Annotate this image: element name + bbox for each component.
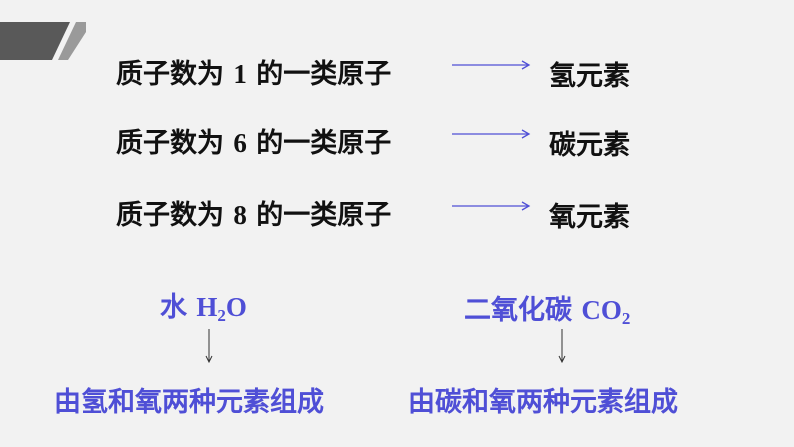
water-formula: 水 H2O xyxy=(160,285,247,326)
co2-composition: 由碳和氧两种元素组成 xyxy=(408,387,678,418)
proton-number: 1 xyxy=(233,59,247,89)
element-name: 碳元素 xyxy=(549,130,630,161)
down-arrow-icon xyxy=(558,329,566,363)
definition-row-hydrogen: 质子数为 1 的一类原子 氢元素 xyxy=(116,52,676,92)
co2-formula: 二氧化碳 CO2 xyxy=(464,288,630,329)
row-prefix: 质子数为 xyxy=(116,128,234,159)
row-suffix: 的一类原子 xyxy=(246,200,392,231)
right-arrow-icon xyxy=(452,201,531,211)
row-prefix: 质子数为 xyxy=(116,59,234,90)
chemical-formula: H2O xyxy=(196,292,247,325)
definition-row-carbon: 质子数为 6 的一类原子 碳元素 xyxy=(116,121,676,161)
element-name: 氢元素 xyxy=(549,61,630,92)
chemical-formula: CO2 xyxy=(581,295,631,328)
compound-name: 二氧化碳 xyxy=(464,295,572,326)
row-definition: 质子数为 1 的一类原子 xyxy=(116,52,391,91)
row-suffix: 的一类原子 xyxy=(246,128,392,159)
row-definition: 质子数为 8 的一类原子 xyxy=(116,193,391,232)
water-composition: 由氢和氧两种元素组成 xyxy=(54,387,324,418)
compound-name: 水 xyxy=(160,292,187,323)
right-arrow-icon xyxy=(452,129,531,139)
proton-number: 6 xyxy=(233,128,247,158)
down-arrow-icon xyxy=(205,329,213,363)
definition-row-oxygen: 质子数为 8 的一类原子 氧元素 xyxy=(116,193,676,233)
proton-number: 8 xyxy=(233,200,247,230)
right-arrow-icon xyxy=(452,60,531,70)
corner-decoration xyxy=(0,22,86,60)
row-suffix: 的一类原子 xyxy=(246,59,392,90)
row-definition: 质子数为 6 的一类原子 xyxy=(116,121,391,160)
element-name: 氧元素 xyxy=(549,202,630,233)
row-prefix: 质子数为 xyxy=(116,200,234,231)
